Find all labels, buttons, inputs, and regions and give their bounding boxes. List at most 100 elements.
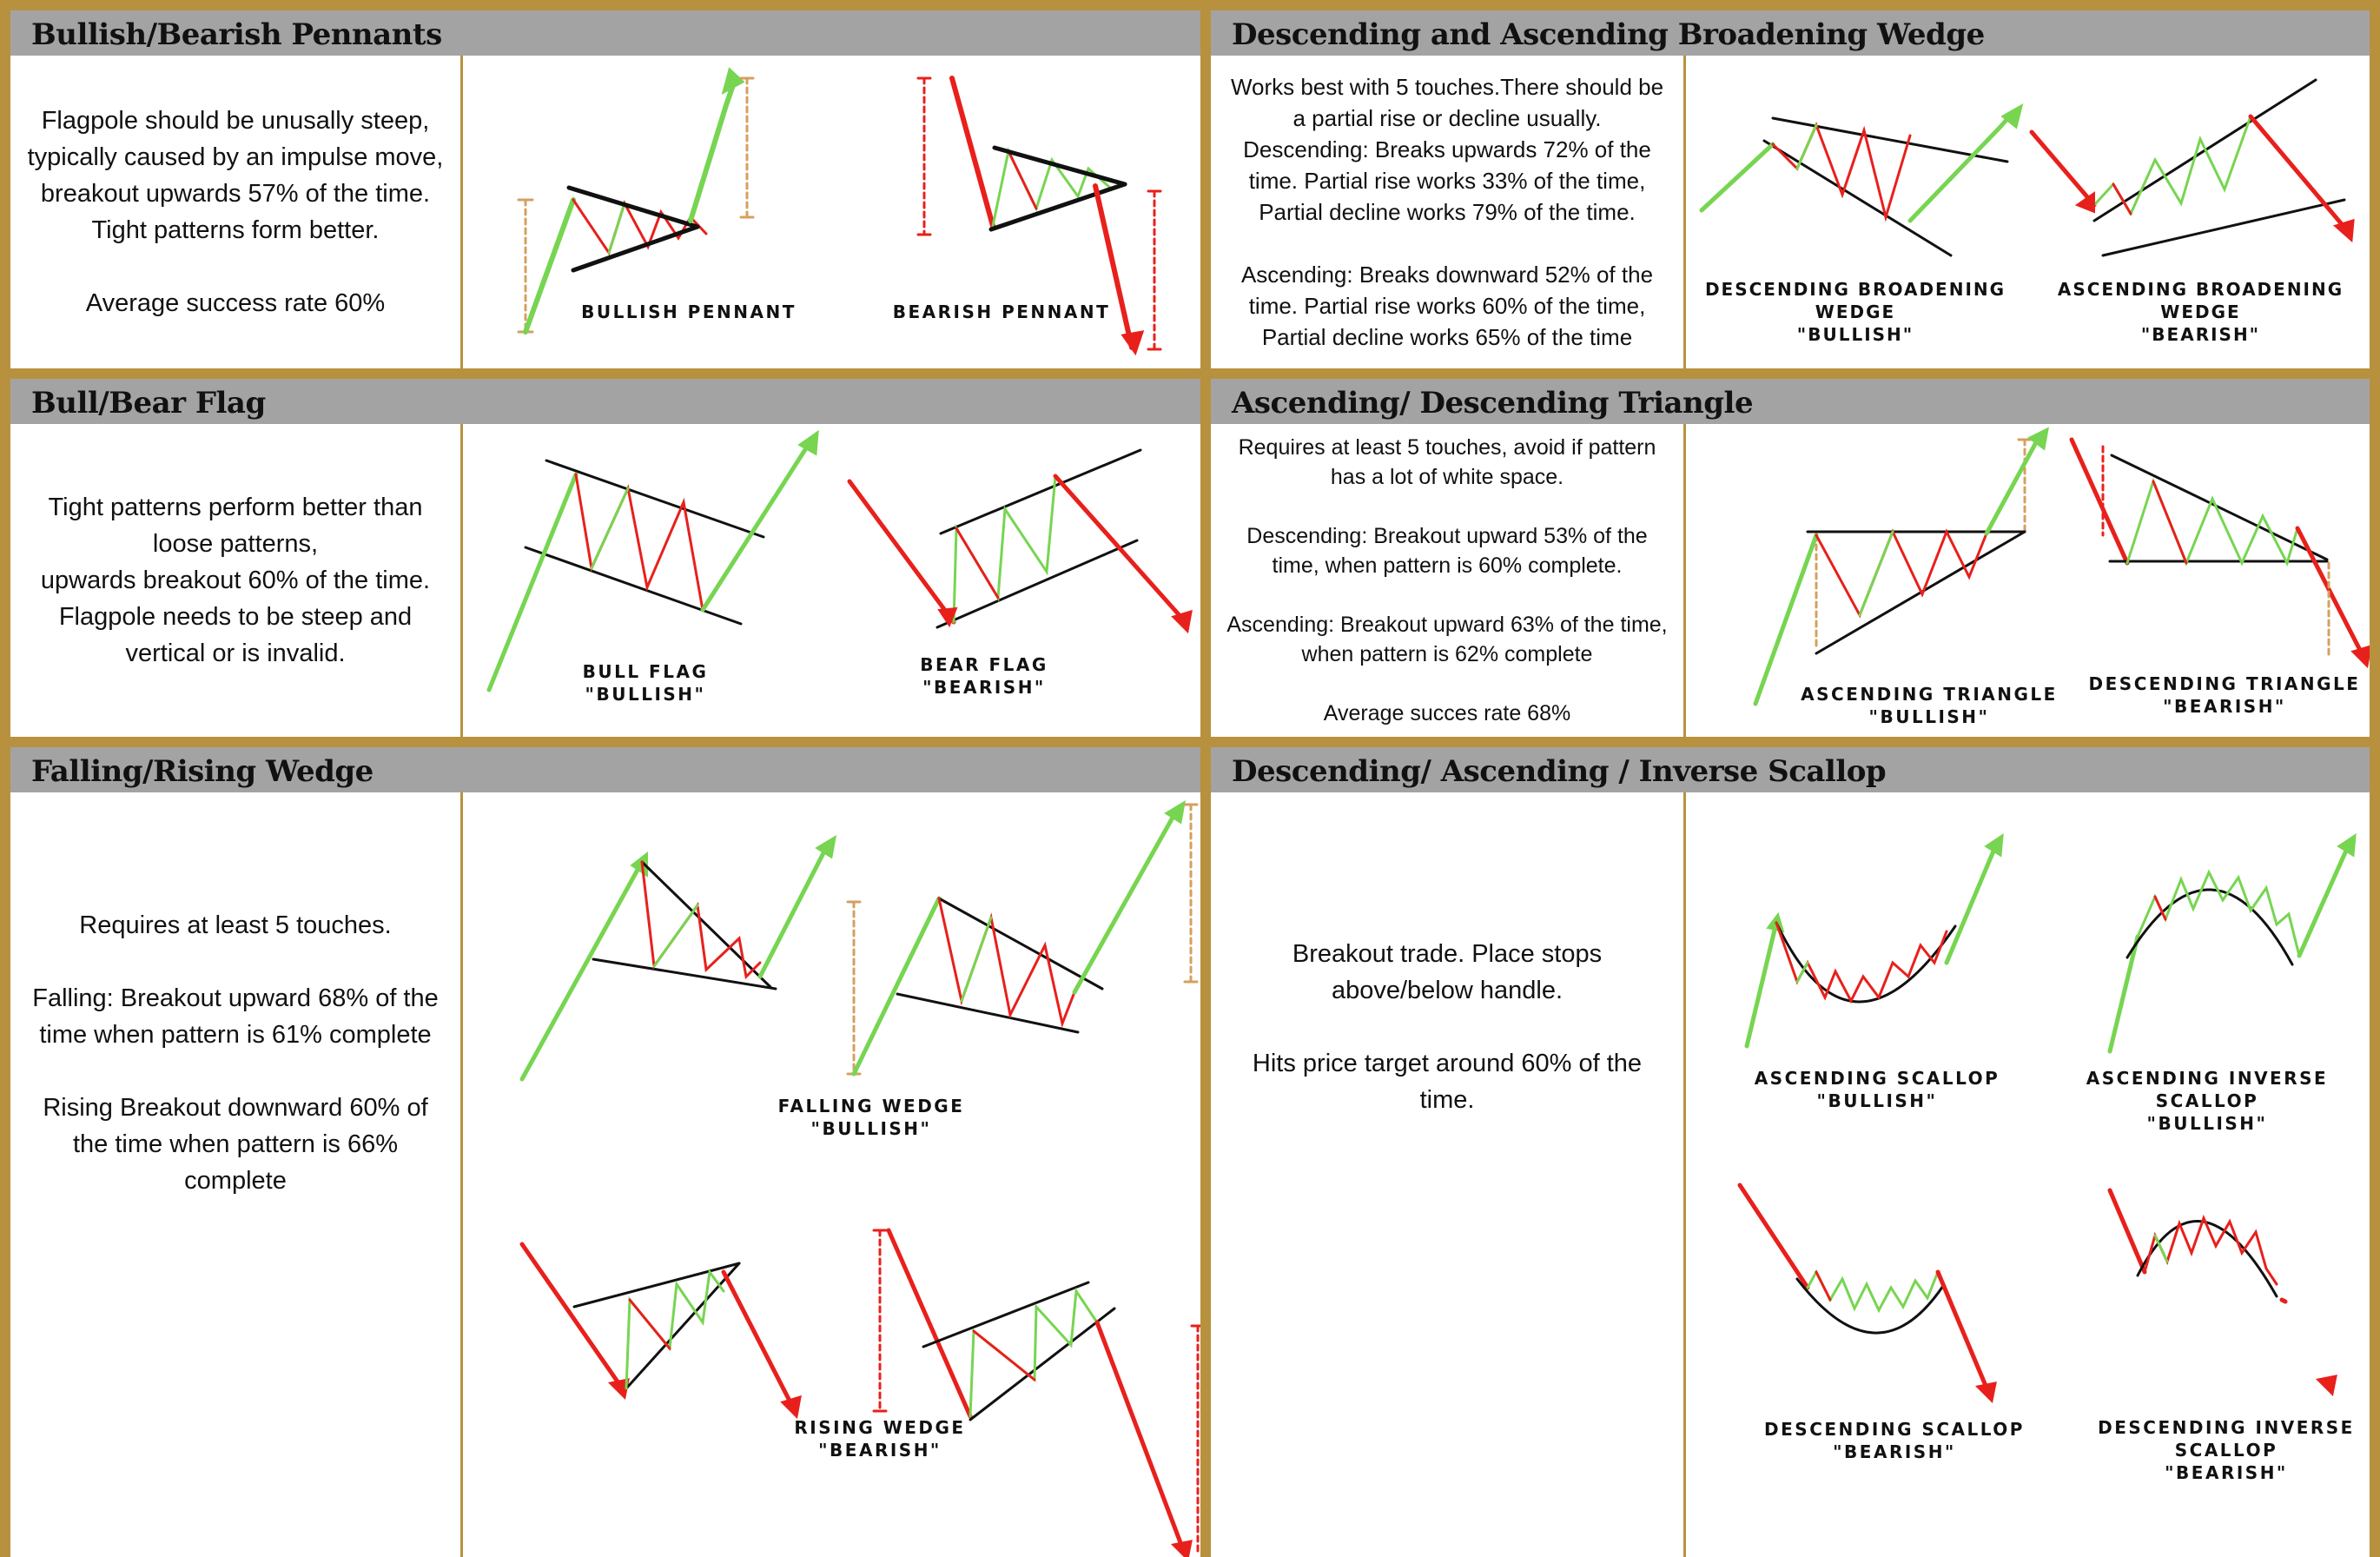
rising-wedge-b-lower (969, 1307, 1116, 1421)
bear-flag-breakout (1053, 474, 1187, 623)
triangles-divider (1683, 424, 1686, 737)
falling-wedge-a-upper (640, 860, 772, 989)
triangles-diagram: ASCENDING TRIANGLE "BULLISH" DESCENDING … (1686, 424, 2370, 737)
scallops-svg (1737, 833, 2357, 1404)
triangles-description: Requires at least 5 touches, avoid if pa… (1211, 424, 1683, 737)
desc-broadening-lower (1762, 139, 1953, 257)
asc-triangle-pole (1753, 533, 1819, 706)
asc-inv-scallop-curve (2125, 888, 2294, 966)
bullish-pennant-breakout (688, 77, 737, 223)
broadening-svg (1699, 78, 2355, 257)
desc-inv-scallop-breakout (2279, 1297, 2288, 1304)
bear-flag-pole (847, 479, 956, 625)
asc-broadening-label: ASCENDING BROADENING WEDGE "BEARISH" (2057, 279, 2344, 345)
wedges-panel: Falling/Rising Wedge Requires at least 5… (10, 747, 1200, 1557)
wedges-description: Requires at least 5 touches. Falling: Br… (10, 792, 460, 1279)
asc-broadening-pole (2029, 129, 2097, 208)
bull-flag-label: BULL FLAG "BULLISH" (582, 661, 709, 705)
desc-triangle-swings (2125, 477, 2299, 566)
wedges-header: Falling/Rising Wedge (10, 747, 1200, 792)
flags-svg (486, 429, 1193, 692)
desc-triangle-pole (2069, 437, 2130, 566)
falling-wedge-b-upper (937, 897, 1104, 991)
pennants-panel: Bullish/Bearish Pennants Flagpole should… (10, 10, 1200, 368)
desc-inv-scallop-swings (2143, 1214, 2278, 1286)
bullish-pennant-upper (566, 185, 700, 229)
scallops-description: Breakout trade. Place stops above/below … (1211, 792, 1683, 1192)
rising-wedge-b-breakout (1094, 1320, 1187, 1554)
flags-header: Bull/Bear Flag (10, 379, 1200, 424)
falling-wedge-b-breakout (1072, 807, 1180, 995)
pennants-title: Bullish/Bearish Pennants (31, 17, 442, 52)
bearish-pennant-lower (988, 182, 1127, 232)
desc-triangle-breakout (2295, 526, 2366, 659)
pennants-header: Bullish/Bearish Pennants (10, 10, 1200, 56)
flags-divider (460, 424, 463, 737)
desc-broadening-upper (1771, 116, 2009, 163)
falling-wedge-b-lower (896, 992, 1080, 1034)
rising-wedge-b-swings (969, 1287, 1099, 1418)
triangles-header: Ascending/ Descending Triangle (1211, 379, 2370, 424)
desc-inv-scallop-label: DESCENDING INVERSE SCALLOP "BEARISH" (2098, 1417, 2355, 1483)
rising-wedge-a-pole (519, 1242, 624, 1389)
triangles-panel: Ascending/ Descending Triangle Requires … (1211, 379, 2370, 737)
desc-inv-scallop-pole (2107, 1188, 2147, 1275)
broadening-diagram: DESCENDING BROADENING WEDGE "BULLISH" AS… (1686, 56, 2370, 368)
asc-scallop-breakout (1944, 840, 2000, 965)
broadening-description: Works best with 5 touches.There should b… (1211, 56, 1683, 368)
bear-flag-lower (935, 539, 1139, 629)
falling-wedge-a-breakout (757, 842, 830, 979)
asc-inv-scallop-breakout (2297, 840, 2352, 958)
asc-scallop-curve (1775, 921, 1957, 1004)
rising-wedge-a-lower (625, 1262, 741, 1390)
pennants-description: Flagpole should be unusally steep, typic… (10, 56, 460, 368)
desc-triangle-label: DESCENDING TRIANGLE "BEARISH" (2088, 673, 2361, 717)
asc-scallop-label: ASCENDING SCALLOP "BULLISH" (1754, 1068, 2000, 1111)
bear-flag-swings (952, 474, 1057, 624)
scallops-panel: Descending/ Ascending / Inverse Scallop … (1211, 747, 2370, 1557)
bullish-pennant-label: BULLISH PENNANT (581, 301, 797, 322)
pennants-svg (517, 67, 1162, 356)
wedges-text: Requires at least 5 touches. Falling: Br… (32, 911, 439, 1195)
asc-broadening-lower (2101, 198, 2346, 257)
bearish-pennant-label: BEARISH PENNANT (892, 301, 1111, 322)
pennants-text: Flagpole should be unusally steep, typic… (27, 107, 444, 317)
bearish-pennant-upper (992, 145, 1127, 187)
bearish-pennant-breakout (1093, 183, 1134, 350)
bear-flag-label: BEAR FLAG "BEARISH" (920, 654, 1048, 698)
flags-diagram: BULL FLAG "BULLISH" BEAR FLAG "BEARISH" (463, 424, 1200, 737)
desc-broadening-pole (1699, 142, 1775, 213)
bear-flag-upper (939, 448, 1142, 535)
pennants-divider (460, 56, 463, 368)
desc-scallop-label: DESCENDING SCALLOP "BEARISH" (1764, 1419, 2025, 1462)
broadening-text: Works best with 5 touches.There should b… (1230, 74, 1664, 350)
flags-description: Tight patterns perform better than loose… (10, 424, 460, 737)
bull-flag-swings (574, 473, 704, 612)
scallops-header: Descending/ Ascending / Inverse Scallop (1211, 747, 2370, 792)
asc-broadening-breakout (2248, 114, 2349, 232)
rising-wedge-b-pole (886, 1228, 973, 1419)
falling-wedge-label: FALLING WEDGE "BULLISH" (777, 1096, 965, 1139)
rising-wedge-b-upper (922, 1281, 1090, 1348)
wedges-divider (460, 792, 463, 1557)
asc-inv-scallop-pole (2107, 934, 2140, 1054)
falling-wedge-b-pole (851, 896, 942, 1077)
asc-inv-scallop-label: ASCENDING INVERSE SCALLOP "BULLISH" (2086, 1068, 2329, 1134)
bearish-pennant-flagpole (949, 76, 995, 229)
wedges-diagram: FALLING WEDGE "BULLISH" RISING WEDGE "BE… (463, 792, 1200, 1557)
rising-wedge-label: RISING WEDGE "BEARISH" (794, 1417, 966, 1461)
bull-flag-lower (524, 546, 743, 626)
broadening-divider (1683, 56, 1686, 368)
triangles-text: Requires at least 5 touches, avoid if pa… (1226, 435, 1668, 725)
bull-flag-breakout (700, 439, 813, 613)
asc-scallop-pole (1744, 920, 1779, 1049)
wedges-svg (519, 800, 1200, 1557)
triangles-title: Ascending/ Descending Triangle (1232, 386, 1754, 421)
flags-panel: Bull/Bear Flag Tight patterns perform be… (10, 379, 1200, 737)
desc-scallop-curve (1795, 1277, 1945, 1335)
bullish-pennant-flagpole (523, 197, 576, 335)
bullish-pennant-lower (571, 224, 700, 273)
broadening-header: Descending and Ascending Broadening Wedg… (1211, 10, 2370, 56)
pennants-diagram: BULLISH PENNANT BEARISH PENNANT (463, 56, 1200, 368)
